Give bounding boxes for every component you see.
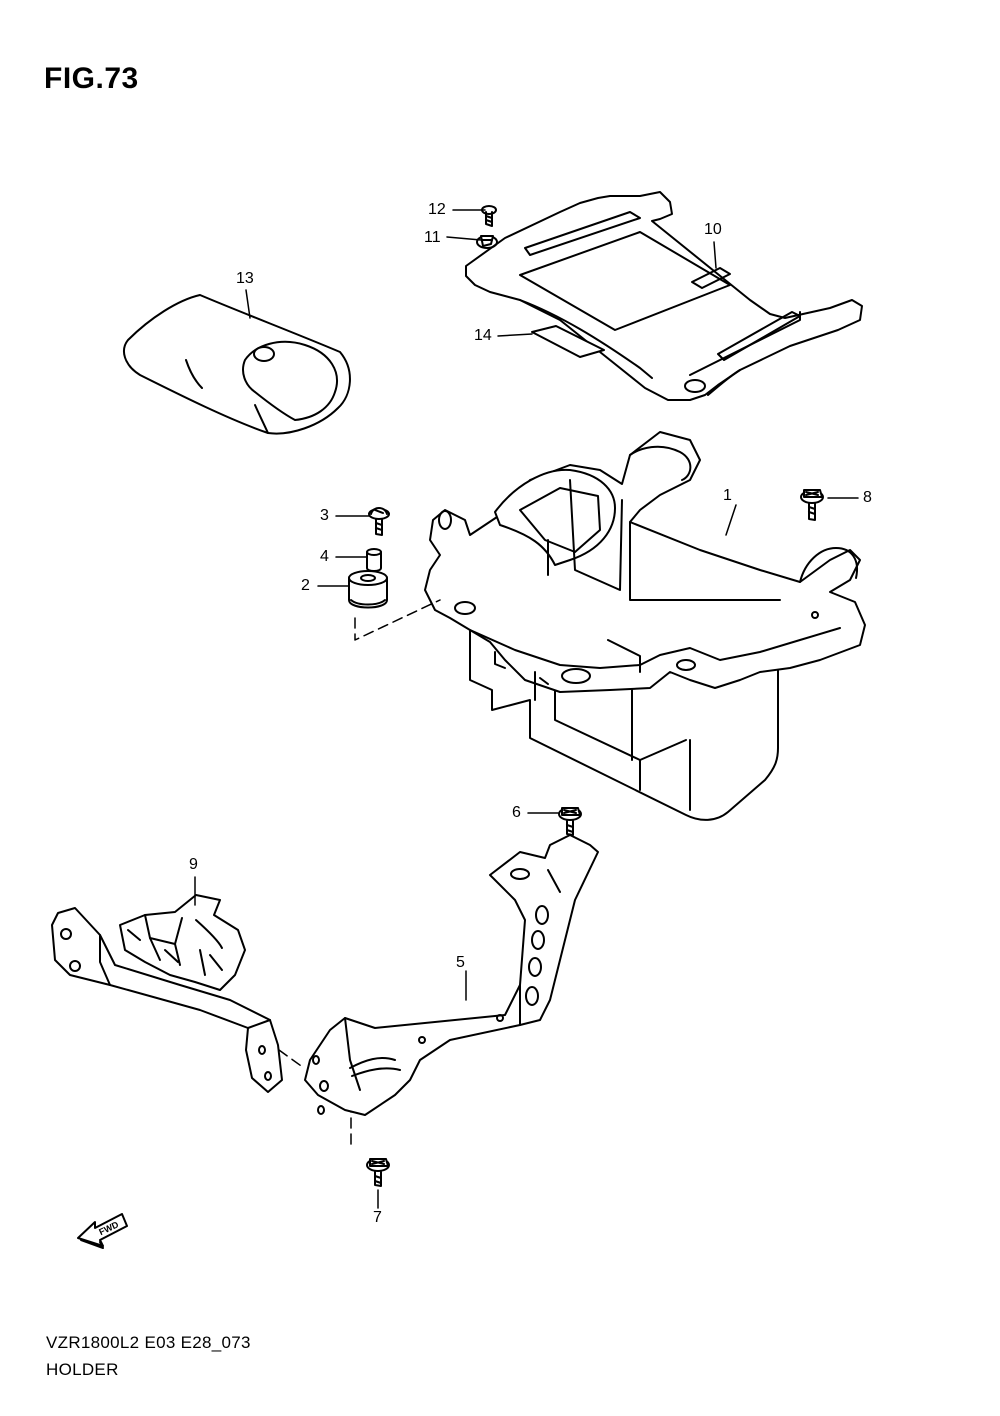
fwd-arrow-icon: FWD: [78, 1214, 127, 1248]
callout-14: 14: [474, 327, 492, 344]
part-8-bolt: [801, 490, 823, 520]
part-3-screw: [369, 508, 389, 535]
callout-10: 10: [704, 221, 722, 238]
callout-12: 12: [428, 201, 446, 218]
part-9-left-bracket: [52, 895, 282, 1092]
callout-1: 1: [723, 487, 732, 504]
callout-4: 4: [320, 548, 329, 565]
part-4-collar: [367, 549, 381, 571]
diagram-name: HOLDER: [46, 1360, 119, 1379]
part-10-upper-plate: [466, 192, 862, 400]
callout-8: 8: [863, 489, 872, 506]
figure-title: FIG.73: [44, 62, 139, 95]
part-2-cushion: [349, 571, 387, 608]
callout-5: 5: [456, 954, 465, 971]
part-13-cover-pad: [124, 295, 350, 434]
part-1-main-holder: [425, 432, 865, 820]
callout-9: 9: [189, 856, 198, 873]
part-7-bolt: [367, 1159, 389, 1186]
part-6-bolt: [559, 808, 581, 835]
diagram-code: VZR1800L2 E03 E28_073: [46, 1333, 251, 1352]
leader-lines: [195, 210, 858, 1208]
callout-6: 6: [512, 804, 521, 821]
part-11-grommet: [481, 236, 493, 246]
part-14-label: [532, 326, 604, 357]
part-12-screw: [482, 206, 496, 226]
callout-11: 11: [424, 229, 441, 246]
callout-7: 7: [373, 1209, 382, 1226]
callout-13: 13: [236, 270, 254, 287]
callout-2: 2: [301, 577, 310, 594]
part-5-bracket: [305, 835, 598, 1115]
callout-3: 3: [320, 507, 329, 524]
